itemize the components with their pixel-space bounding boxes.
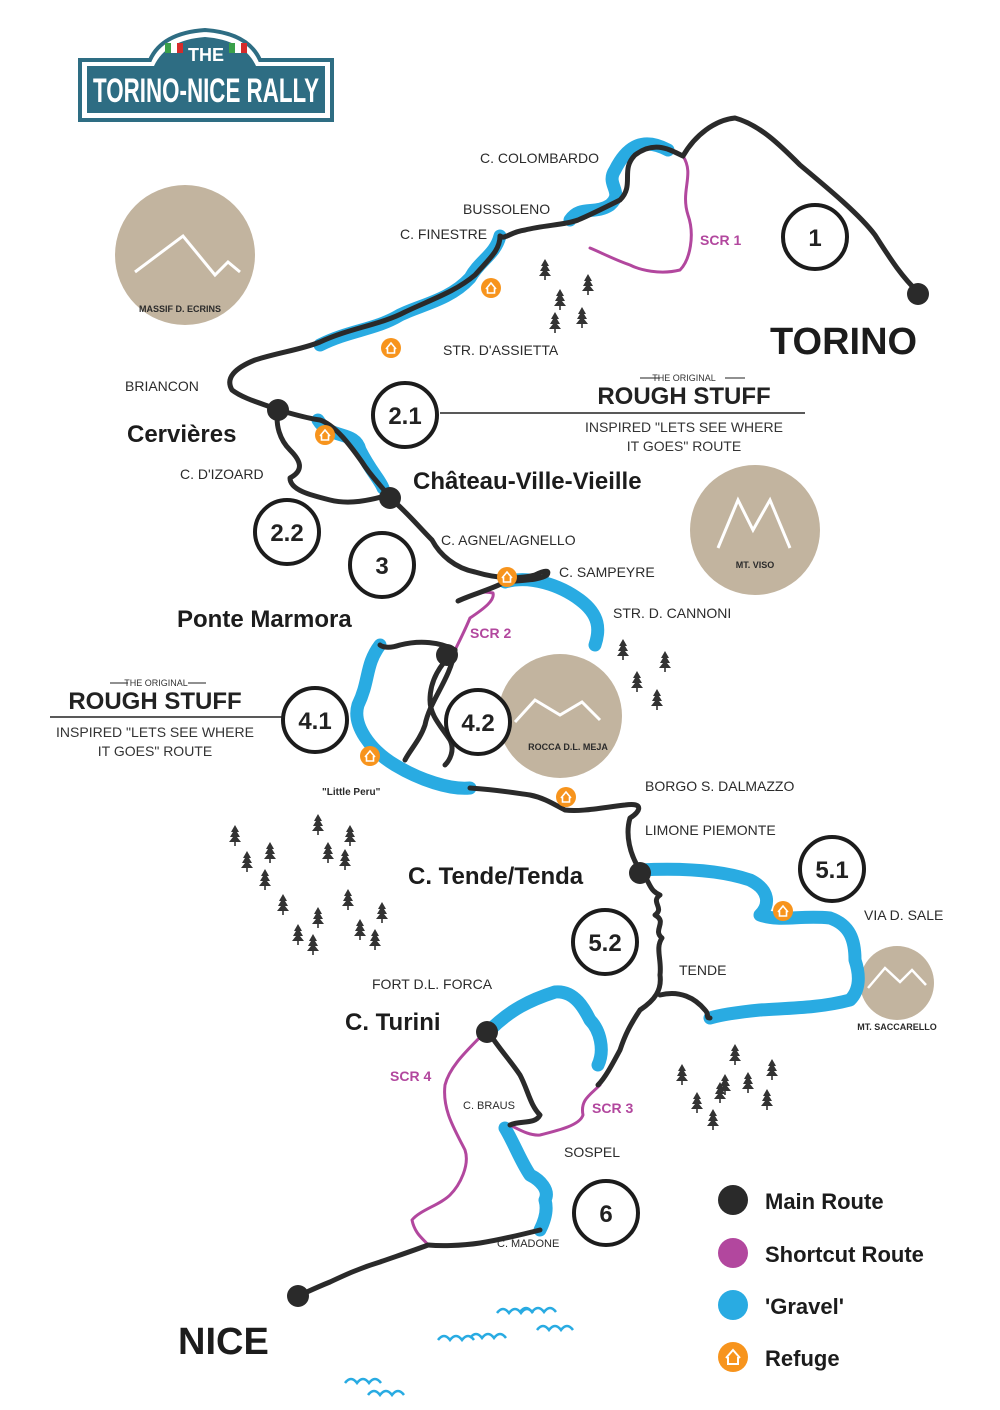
label-scr1: SCR 1 — [700, 232, 741, 248]
label-cannoni: STR. D. CANNONI — [613, 605, 731, 621]
town-cervieres: Cervières — [127, 421, 236, 448]
town-tende-pass: C. Tende/Tenda — [408, 863, 584, 890]
stage-2-1: 2.1 — [388, 403, 421, 430]
stage-4-1: 4.1 — [298, 708, 331, 735]
legend: Main Route Shortcut Route 'Gravel' Refug… — [718, 1185, 924, 1372]
route-nodes — [267, 283, 929, 1307]
label-tende: TENDE — [679, 962, 726, 978]
rough-stuff-desc1: INSPIRED "LETS SEE WHERE — [56, 724, 254, 740]
stage-6: 6 — [599, 1201, 612, 1228]
mountain-ecrins-label: MASSIF D. ECRINS — [139, 304, 221, 314]
rough-stuff-small: THE ORIGINAL — [652, 373, 716, 383]
tende-node — [629, 862, 651, 884]
stage-1: 1 — [808, 225, 821, 252]
label-izoard: C. D'IZOARD — [180, 466, 264, 482]
town-turini: C. Turini — [345, 1009, 441, 1036]
ponte-node — [436, 644, 458, 666]
legend-refuge-label: Refuge — [765, 1346, 840, 1371]
rough-stuff-small: THE ORIGINAL — [124, 678, 188, 688]
logo: THE TORINO-NICE RALLY — [78, 27, 334, 122]
refuge-icon — [314, 424, 336, 446]
rough-stuff-callout-2: THE ORIGINAL ROUGH STUFF INSPIRED "LETS … — [50, 678, 285, 759]
label-scr4: SCR 4 — [390, 1068, 431, 1084]
mountain-saccarello: MT. SACCARELLO — [857, 946, 937, 1032]
torino-node — [907, 283, 929, 305]
label-finestre: C. FINESTRE — [400, 226, 487, 242]
stage-5-2: 5.2 — [588, 930, 621, 957]
cervieres-node — [267, 399, 289, 421]
label-assietta: STR. D'ASSIETTA — [443, 342, 559, 358]
stage-4-2: 4.2 — [461, 710, 494, 737]
label-via-sale: VIA D. SALE — [864, 907, 943, 923]
town-chateau: Château-Ville-Vieille — [413, 468, 642, 495]
label-limone: LIMONE PIEMONTE — [645, 822, 776, 838]
stage-markers — [253, 203, 866, 1247]
legend-shortcut-swatch — [718, 1238, 748, 1268]
label-scr3: SCR 3 — [592, 1100, 633, 1116]
stage-3: 3 — [375, 553, 388, 580]
nice-node — [287, 1285, 309, 1307]
refuge-icon — [380, 337, 402, 359]
legend-shortcut-label: Shortcut Route — [765, 1242, 924, 1267]
main-route — [227, 115, 921, 1299]
mountain-viso-label: MT. VISO — [736, 560, 775, 570]
rough-stuff-callout-1: THE ORIGINAL ROUGH STUFF INSPIRED "LETS … — [440, 373, 805, 454]
label-briancon: BRIANCON — [125, 378, 199, 394]
legend-main-label: Main Route — [765, 1189, 884, 1214]
mountain-icon — [690, 465, 820, 595]
logo-line1: THE — [188, 45, 224, 65]
refuge-icon — [480, 277, 502, 299]
mountain-meja: ROCCA D.L. MEJA — [498, 654, 622, 778]
shortcut-routes — [410, 154, 693, 1247]
legend-main-swatch — [718, 1185, 748, 1215]
label-scr2: SCR 2 — [470, 625, 511, 641]
mountain-meja-label: ROCCA D.L. MEJA — [528, 742, 608, 752]
city-nice: NICE — [178, 1321, 269, 1363]
rough-stuff-desc2: IT GOES" ROUTE — [98, 743, 212, 759]
label-bussoleno: BUSSOLENO — [463, 201, 550, 217]
logo-line2: TORINO-NICE RALLY — [93, 72, 319, 110]
rough-stuff-desc1: INSPIRED "LETS SEE WHERE — [585, 419, 783, 435]
turini-node — [476, 1021, 498, 1043]
label-braus: C. BRAUS — [463, 1100, 515, 1112]
label-borgo: BORGO S. DALMAZZO — [645, 778, 794, 794]
mountain-icon — [115, 185, 255, 325]
city-torino: TORINO — [770, 321, 917, 363]
town-ponte: Ponte Marmora — [177, 606, 352, 633]
label-forca: FORT D.L. FORCA — [372, 976, 493, 992]
rough-stuff-desc2: IT GOES" ROUTE — [627, 438, 741, 454]
gravel-sections — [311, 137, 865, 1237]
sea-waves — [343, 1306, 575, 1397]
label-little-peru: "Little Peru" — [322, 787, 381, 798]
refuge-icon — [496, 566, 518, 588]
mountain-saccarello-label: MT. SACCARELLO — [857, 1022, 937, 1032]
mountain-icon — [860, 946, 934, 1020]
legend-refuge-swatch — [718, 1342, 748, 1372]
label-agnel: C. AGNEL/AGNELLO — [441, 532, 576, 548]
refuge-icon — [555, 786, 577, 808]
label-sospel: SOSPEL — [564, 1144, 620, 1160]
label-sampeyre: C. SAMPEYRE — [559, 564, 655, 580]
mountain-viso: MT. VISO — [690, 465, 820, 595]
chateau-node — [379, 487, 401, 509]
legend-gravel-swatch — [718, 1290, 748, 1320]
label-madone: C. MADONE — [497, 1238, 559, 1250]
rough-stuff-title: ROUGH STUFF — [68, 688, 241, 715]
legend-gravel-label: 'Gravel' — [765, 1294, 844, 1319]
refuge-icon — [772, 900, 794, 922]
rough-stuff-title: ROUGH STUFF — [597, 383, 770, 410]
stage-2-2: 2.2 — [270, 520, 303, 547]
stage-5-1: 5.1 — [815, 857, 848, 884]
refuge-icon — [725, 1348, 741, 1365]
mountain-ecrins: MASSIF D. ECRINS — [115, 185, 255, 325]
refuge-icon — [359, 745, 381, 767]
label-colombardo: C. COLOMBARDO — [480, 150, 599, 166]
